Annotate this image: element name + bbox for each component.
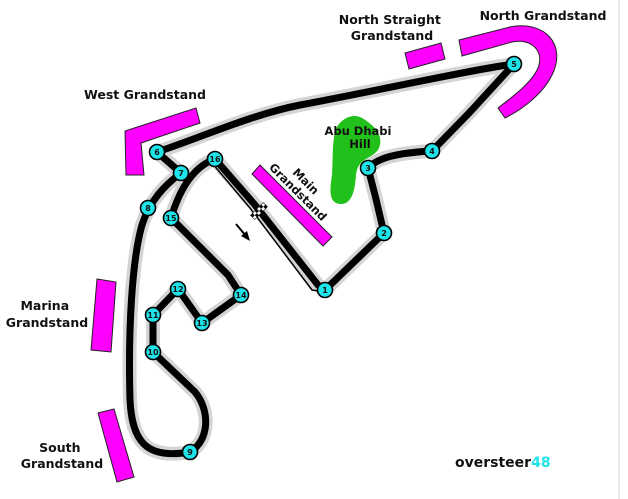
turn-circle — [359, 159, 377, 177]
turn-number: 6 — [154, 148, 160, 157]
north-straight-grandstand — [404, 42, 446, 70]
marina-grandstand — [90, 278, 117, 353]
turn-marker-11: 11 — [144, 306, 162, 324]
turn-marker-13: 13 — [193, 314, 211, 332]
north-grandstand-label: North Grandstand — [480, 8, 607, 23]
turn-number: 10 — [147, 348, 159, 357]
turn-marker-15: 15 — [162, 209, 180, 227]
turn-circle — [316, 281, 334, 299]
turn-number: 1 — [322, 286, 328, 295]
turn-marker-10: 10 — [144, 343, 162, 361]
checkered-flag-icon — [250, 202, 268, 220]
turn-marker-1: 1 — [316, 281, 334, 299]
turn-number: 9 — [187, 448, 193, 457]
turn-marker-12: 12 — [169, 280, 187, 298]
turn-number: 3 — [365, 164, 371, 173]
label-line: Hill — [349, 137, 370, 151]
oversteer48-logo: oversteer48 — [455, 455, 551, 471]
turn-circle — [232, 286, 250, 304]
turn-number: 4 — [429, 147, 435, 156]
turn-number: 2 — [381, 229, 387, 238]
turn-circle — [193, 314, 211, 332]
west-grandstand — [124, 107, 201, 176]
turn-circle — [206, 150, 224, 168]
right-border — [618, 0, 620, 499]
turn-number: 14 — [235, 291, 247, 300]
turn-circle — [172, 164, 190, 182]
turn-marker-16: 16 — [206, 150, 224, 168]
label-line: Marina — [20, 298, 69, 313]
turn-circle — [139, 199, 157, 217]
turn-number: 7 — [178, 169, 184, 178]
turn-marker-9: 9 — [181, 443, 199, 461]
south-grandstand-label: South Grandstand — [21, 440, 103, 471]
west-grandstand-label: West Grandstand — [84, 87, 206, 102]
turn-circle — [505, 55, 523, 73]
turn-number: 11 — [147, 311, 159, 320]
turn-marker-14: 14 — [232, 286, 250, 304]
turn-circle — [375, 224, 393, 242]
label-line: South — [39, 440, 80, 455]
turn-marker-3: 3 — [359, 159, 377, 177]
north-straight-grandstand-label: North Straight Grandstand — [339, 12, 445, 43]
abu-dhabi-hill-area — [330, 115, 381, 205]
direction-arrow-icon — [235, 223, 250, 241]
logo-text: oversteer — [455, 455, 531, 471]
south-grandstand — [97, 408, 135, 483]
turn-marker-6: 6 — [148, 143, 166, 161]
turn-marker-4: 4 — [423, 142, 441, 160]
main-grandstand — [251, 164, 333, 247]
turn-circle — [144, 306, 162, 324]
turn-circle — [181, 443, 199, 461]
turn-circle — [169, 280, 187, 298]
logo-number: 48 — [531, 455, 550, 471]
north-grandstand — [458, 25, 558, 119]
turn-number: 15 — [165, 214, 177, 223]
label-line: Abu Dhabi — [324, 124, 391, 138]
turn-number: 12 — [172, 285, 183, 294]
turn-number: 16 — [209, 155, 221, 164]
turn-circle — [144, 343, 162, 361]
turn-circle — [423, 142, 441, 160]
turn-marker-2: 2 — [375, 224, 393, 242]
label-line: Grandstand — [6, 315, 88, 330]
turn-marker-5: 5 — [505, 55, 523, 73]
turn-number: 5 — [511, 60, 517, 69]
label-line: North Straight — [339, 12, 441, 27]
turn-marker-8: 8 — [139, 199, 157, 217]
turn-circle — [148, 143, 166, 161]
abu-dhabi-hill-label: Abu Dhabi Hill — [324, 124, 395, 151]
label-line: Grandstand — [21, 456, 103, 471]
turn-marker-7: 7 — [172, 164, 190, 182]
turn-number: 13 — [196, 319, 207, 328]
turn-number: 8 — [145, 204, 151, 213]
turn-circle — [162, 209, 180, 227]
marina-grandstand-label: Marina Grandstand — [6, 298, 88, 330]
label-line: Grandstand — [351, 28, 433, 43]
